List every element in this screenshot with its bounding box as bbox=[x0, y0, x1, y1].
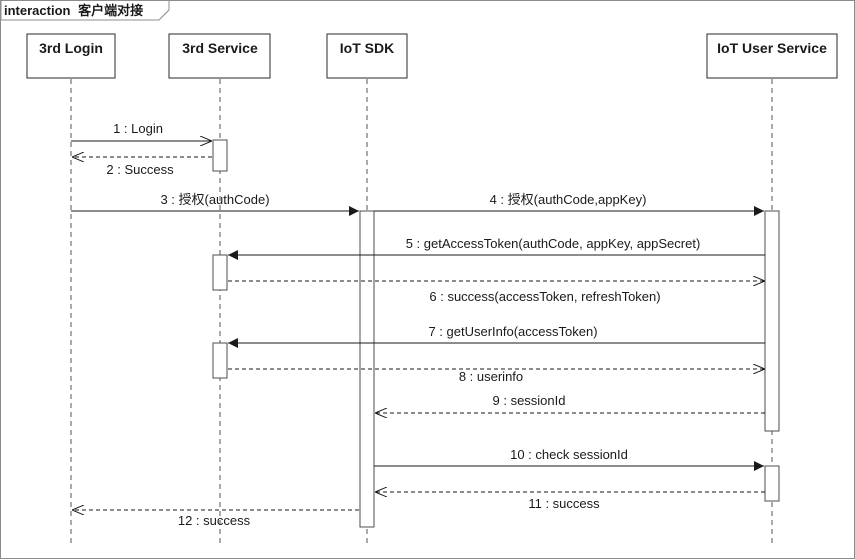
participant-label: 3rd Login bbox=[39, 40, 103, 56]
message-labels: 1 : Login 2 : Success 3 : 授权(authCode) 4… bbox=[106, 121, 700, 528]
message-arrows bbox=[71, 141, 765, 510]
lifelines bbox=[70, 79, 773, 546]
participant-label: 3rd Service bbox=[182, 40, 258, 56]
frame-title: interaction 客户端对接 bbox=[4, 3, 143, 18]
activation-iot-user-service-1 bbox=[764, 210, 780, 432]
message-label-2: 2 : Success bbox=[106, 162, 174, 177]
participant-3rd-service: 3rd Service bbox=[168, 33, 271, 79]
frame-keyword: interaction bbox=[4, 3, 71, 18]
frame-title-tab: interaction 客户端对接 bbox=[1, 1, 170, 21]
message-label-4: 4 : 授权(authCode,appKey) bbox=[490, 192, 647, 207]
activation-iot-sdk bbox=[359, 210, 375, 528]
participant-label: IoT SDK bbox=[340, 40, 394, 56]
participant-iot-sdk: IoT SDK bbox=[326, 33, 408, 79]
message-label-8: 8 : userinfo bbox=[459, 369, 523, 384]
activations bbox=[212, 139, 780, 528]
participant-label: IoT User Service bbox=[717, 40, 827, 56]
activation-3rd-service-3 bbox=[212, 342, 228, 379]
participant-iot-user-service: IoT User Service bbox=[706, 33, 838, 79]
message-label-12: 12 : success bbox=[178, 513, 251, 528]
message-label-7: 7 : getUserInfo(accessToken) bbox=[428, 324, 597, 339]
message-label-3: 3 : 授权(authCode) bbox=[160, 192, 269, 207]
frame-name: 客户端对接 bbox=[78, 3, 143, 18]
activation-3rd-service-1 bbox=[212, 139, 228, 172]
message-label-5: 5 : getAccessToken(authCode, appKey, app… bbox=[406, 236, 701, 251]
participant-3rd-login: 3rd Login bbox=[26, 33, 116, 79]
activation-iot-user-service-2 bbox=[764, 465, 780, 502]
message-label-9: 9 : sessionId bbox=[493, 393, 566, 408]
message-label-11: 11 : success bbox=[528, 496, 600, 511]
message-label-6: 6 : success(accessToken, refreshToken) bbox=[429, 289, 660, 304]
message-label-10: 10 : check sessionId bbox=[510, 447, 628, 462]
activation-3rd-service-2 bbox=[212, 254, 228, 291]
message-label-1: 1 : Login bbox=[113, 121, 163, 136]
